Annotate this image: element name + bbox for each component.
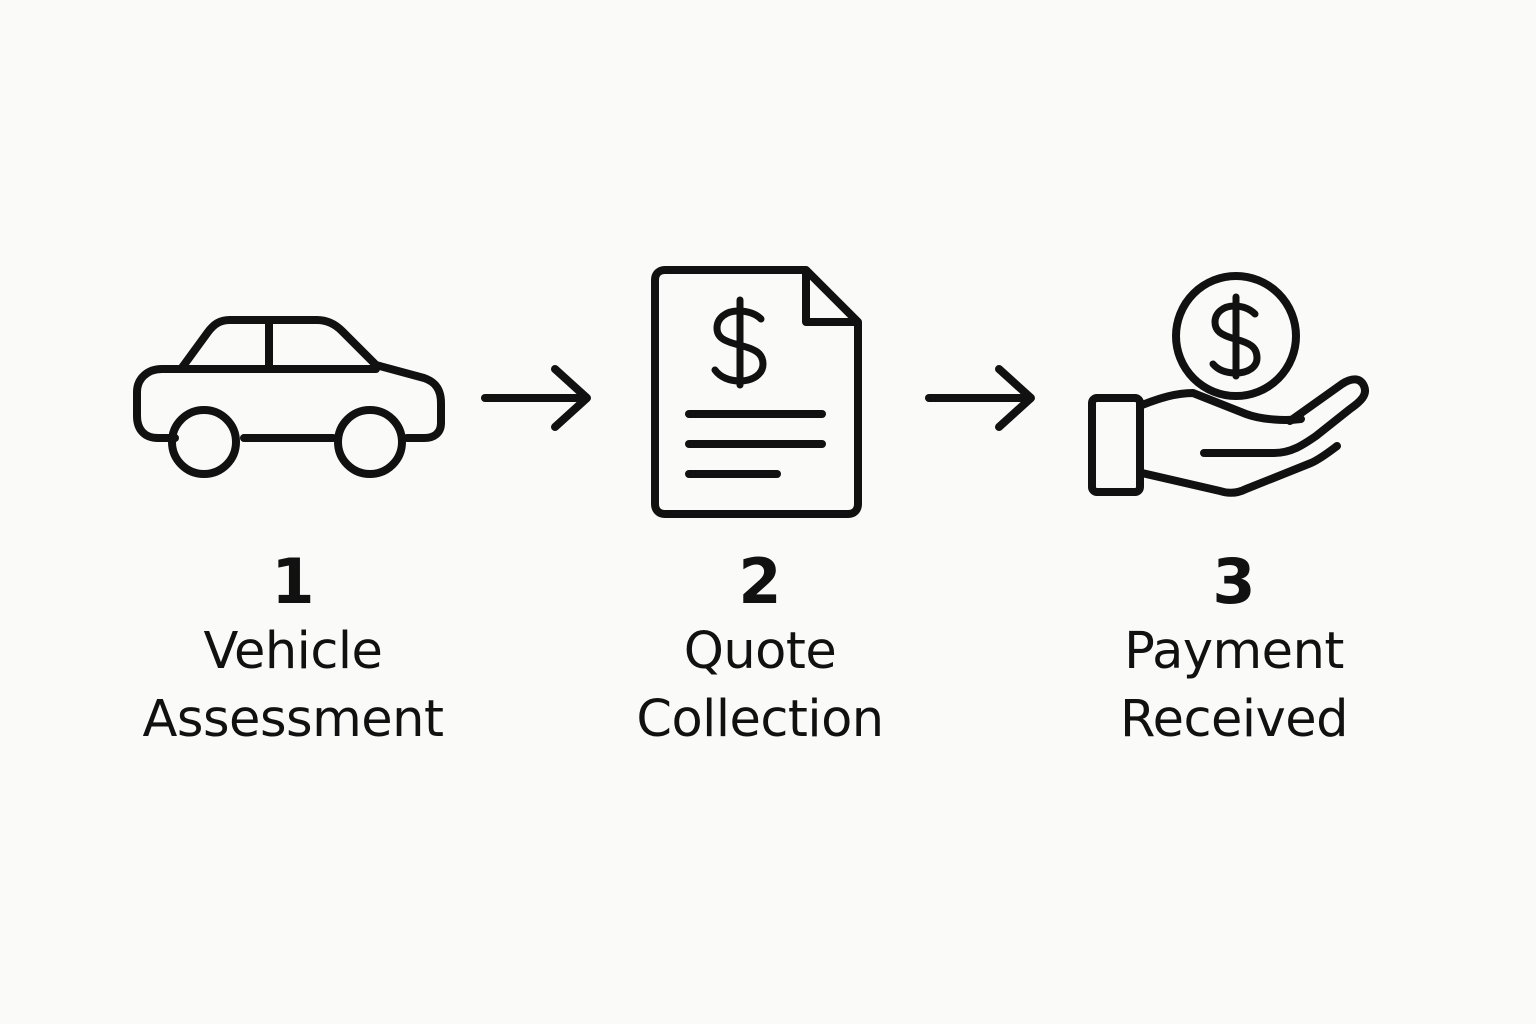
invoice-document-dollar-icon bbox=[650, 264, 864, 520]
step-label-payment-received: Payment Received bbox=[1119, 622, 1349, 749]
step-number: 2 bbox=[738, 545, 782, 618]
step-3: 3 Payment Received bbox=[1024, 546, 1444, 754]
right-arrow-icon bbox=[924, 364, 1038, 432]
car-icon bbox=[132, 314, 446, 480]
right-arrow-icon bbox=[480, 364, 594, 432]
step-1: 1 Vehicle Assessment bbox=[83, 546, 503, 754]
step-label-quote-collection: Quote Collection bbox=[636, 622, 884, 749]
step-label-vehicle-assessment: Vehicle Assessment bbox=[142, 622, 444, 749]
step-number: 3 bbox=[1212, 545, 1256, 618]
hand-holding-dollar-coin-icon bbox=[1084, 266, 1376, 502]
step-2: 2 Quote Collection bbox=[550, 546, 970, 754]
step-number: 1 bbox=[271, 545, 315, 618]
